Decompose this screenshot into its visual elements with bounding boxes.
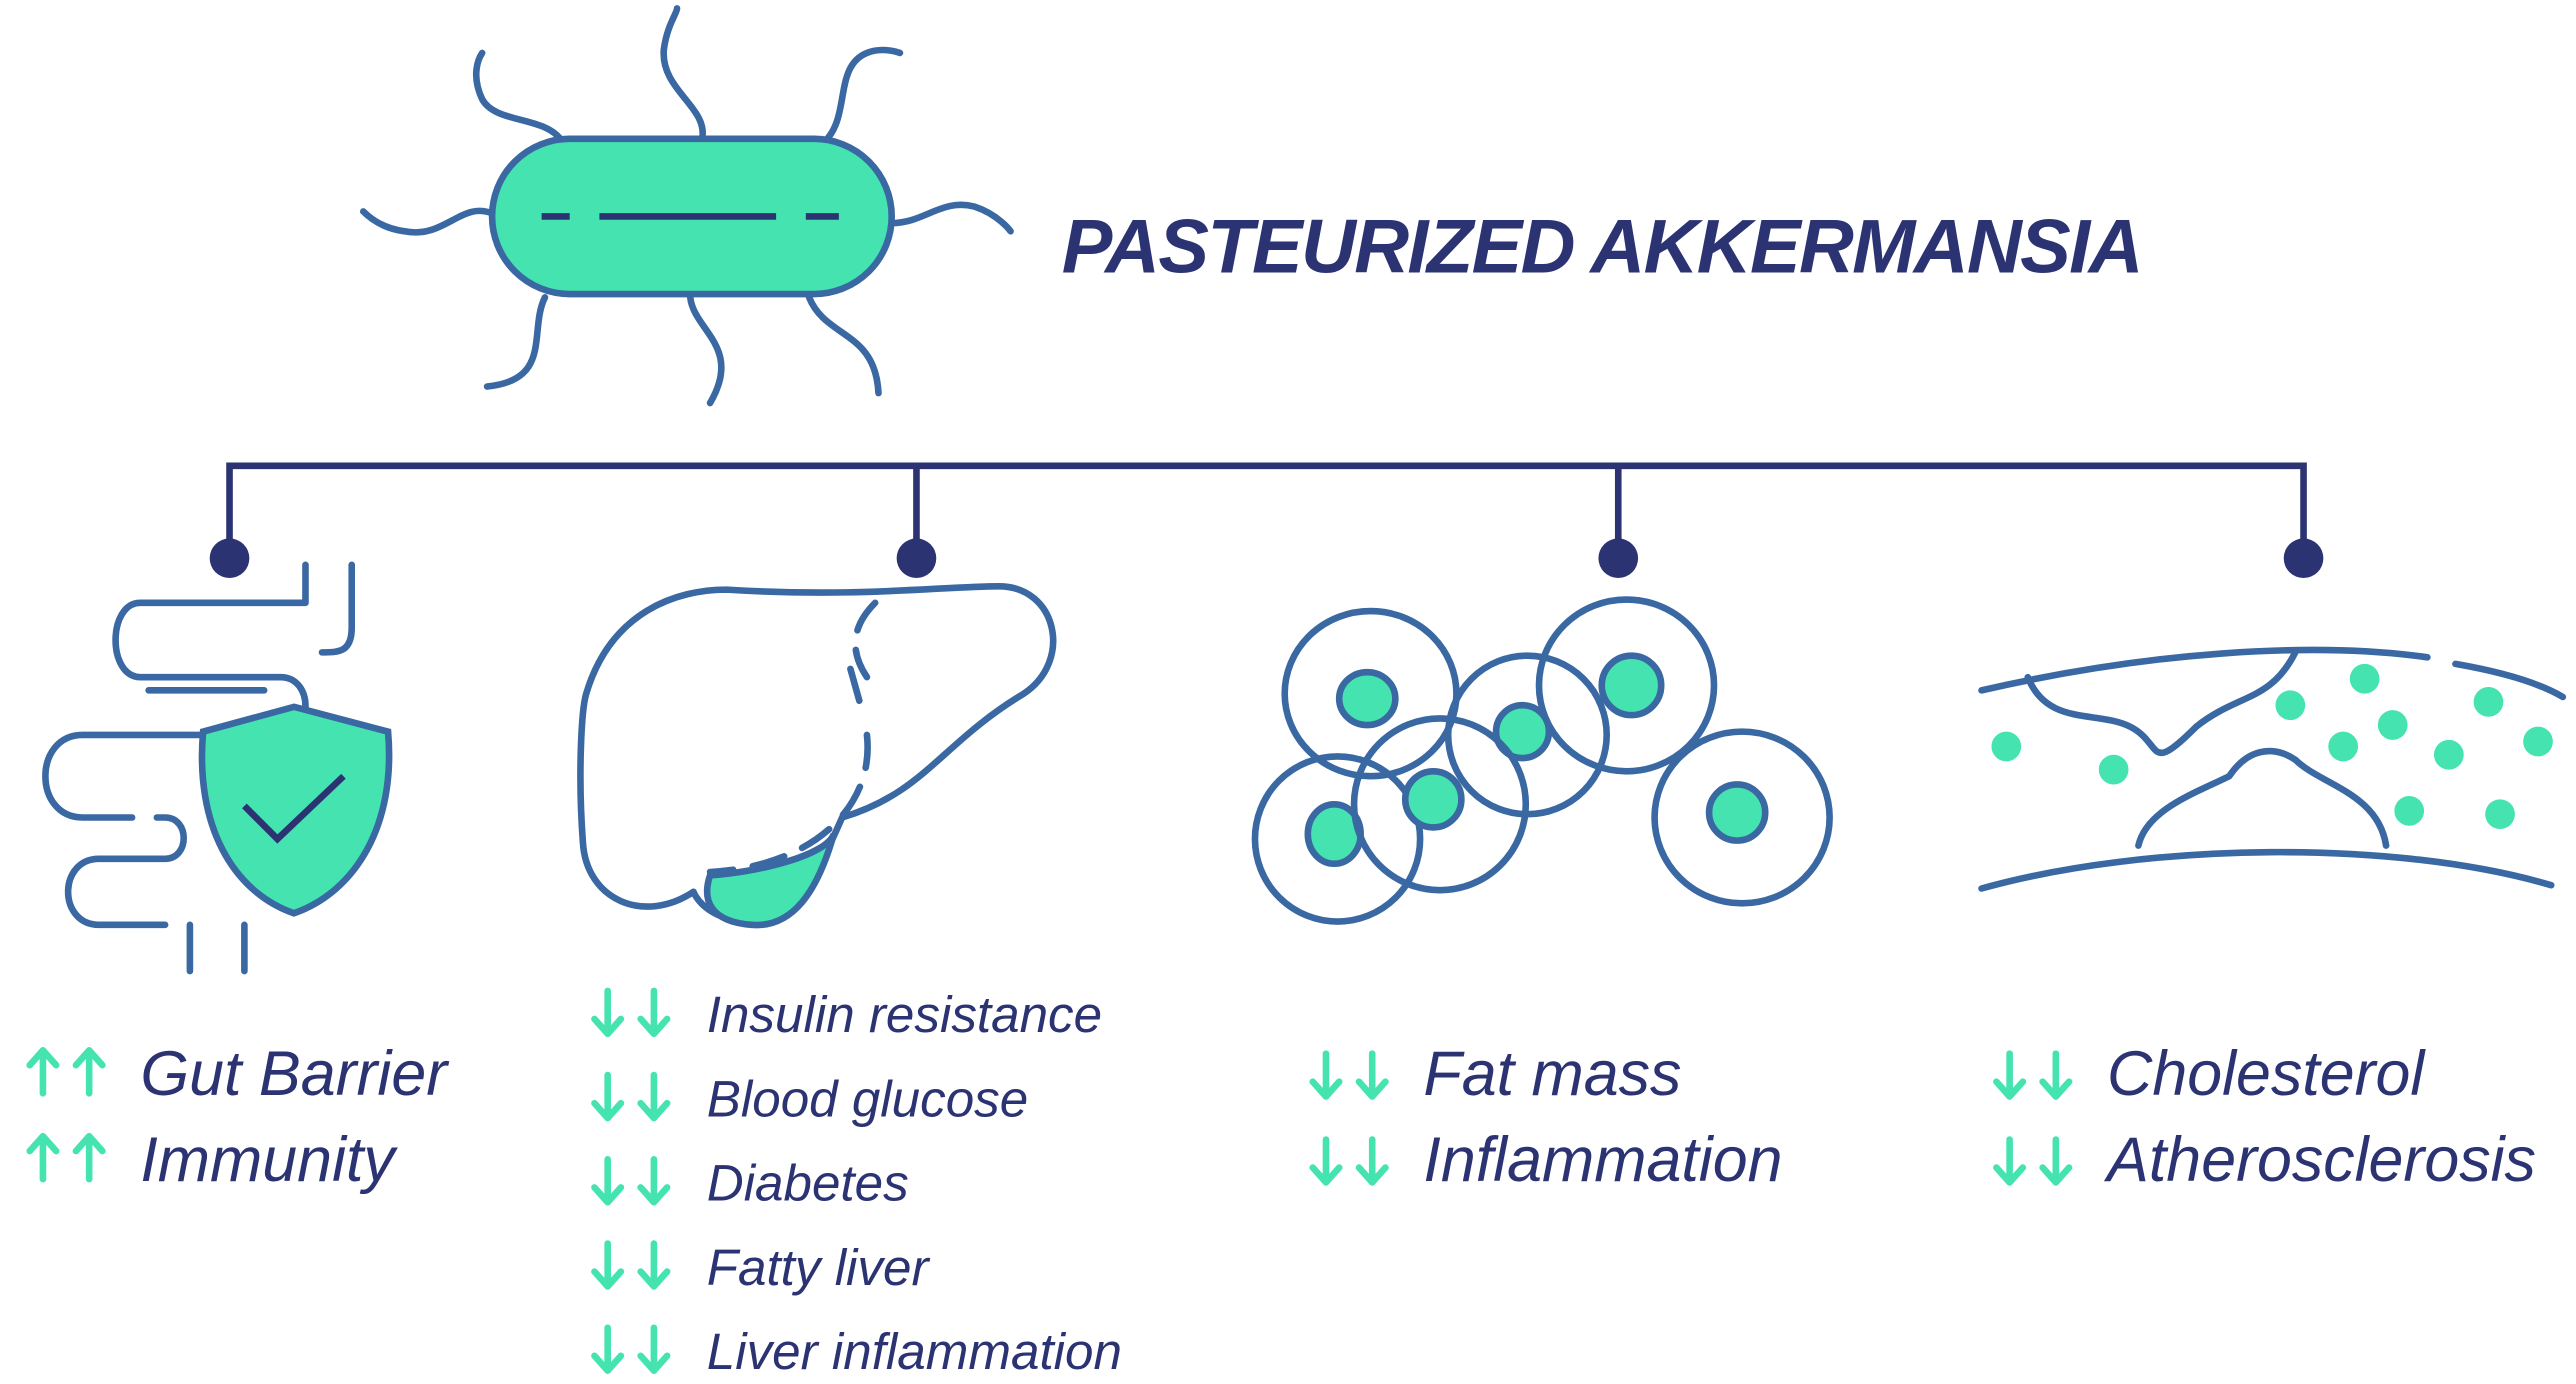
effect-label: Blood glucose [707,1070,1028,1127]
double-down-arrow-icon [1996,1054,2069,1097]
liver-icon [577,583,1057,929]
double-down-arrow-icon [594,991,667,1034]
effects-gut: Gut Barrier Immunity [30,1039,449,1195]
title: PASTEURIZED AKKERMANSIA [1062,205,2142,290]
effect-label: Atherosclerosis [2103,1125,2536,1195]
double-down-arrow-icon [594,1328,667,1371]
double-down-arrow-icon [1313,1054,1386,1097]
effects-fat: Fat mass Inflammation [1313,1039,1783,1195]
double-down-arrow-icon [1313,1139,1386,1182]
double-down-arrow-icon [594,1159,667,1202]
fat-cells-icon [1251,596,1833,925]
double-up-arrow-icon [30,1136,103,1179]
double-up-arrow-icon [30,1050,103,1093]
intestine-shield-icon [42,561,393,975]
effects-liver: Insulin resistance Blood glucose Diabete… [594,986,1122,1380]
double-down-arrow-icon [594,1075,667,1118]
bacterium-icon [359,5,1014,407]
effect-label: Gut Barrier [140,1039,449,1109]
effect-label: Diabetes [707,1155,909,1212]
effect-label: Inflammation [1423,1125,1782,1195]
effect-label: Insulin resistance [707,986,1102,1043]
effect-label: Immunity [140,1125,398,1195]
double-down-arrow-icon [1996,1139,2069,1182]
branch-connector [209,462,2324,579]
effect-label: Fatty liver [707,1239,931,1296]
effect-label: Liver inflammation [707,1323,1122,1380]
effects-artery: Cholesterol Atherosclerosis [1996,1039,2536,1195]
effect-label: Cholesterol [2107,1039,2426,1109]
effect-label: Fat mass [1423,1039,1681,1109]
artery-plaque-icon [1978,646,2567,892]
double-down-arrow-icon [594,1244,667,1287]
